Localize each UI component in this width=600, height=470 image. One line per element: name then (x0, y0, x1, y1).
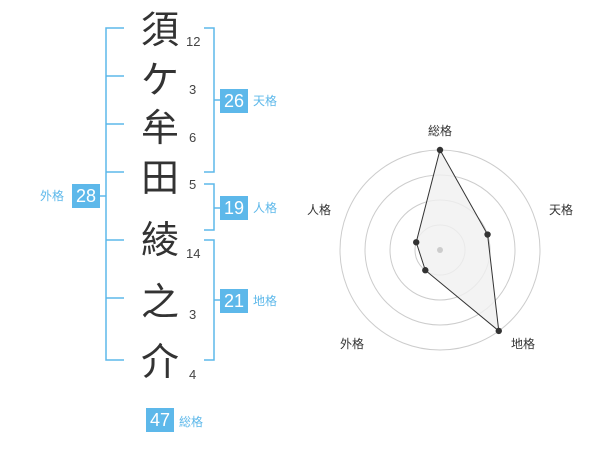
radar-axis-label-chikaku: 地格 (511, 337, 536, 351)
gaikaku-bracket (105, 27, 124, 361)
chikaku-value: 21 (220, 289, 248, 313)
radar-axis-label-tenkaku: 天格 (549, 203, 574, 217)
jinkaku-bracket (204, 183, 215, 231)
stroke-count: 4 (189, 367, 197, 382)
name-char: 綾 (140, 218, 179, 262)
stroke-count: 3 (189, 82, 197, 97)
name-char: 介 (140, 340, 179, 384)
jinkaku-label: 人格 (253, 201, 278, 215)
soukaku-label: 総格 (179, 415, 204, 429)
soukaku-value: 47 (146, 408, 174, 432)
radar-center-dot (437, 247, 443, 253)
radar-point (413, 239, 420, 246)
radar-point (495, 327, 502, 335)
radar-axis-label-jinkaku: 人格 (307, 203, 332, 217)
name-char: 牟 (140, 106, 179, 150)
radar-point (436, 146, 444, 154)
radar-axis-label-soukaku: 総格 (428, 124, 453, 138)
stroke-count: 5 (189, 177, 197, 192)
stroke-count: 6 (189, 130, 197, 145)
tenkaku-value: 26 (220, 89, 248, 113)
radar-point (422, 267, 429, 274)
radar-point (484, 231, 491, 238)
tenkaku-label: 天格 (253, 94, 278, 108)
stroke-count: 14 (186, 246, 201, 261)
gaikaku-label: 外格 (40, 189, 65, 203)
radar-series-line (415, 148, 500, 333)
chikaku-label: 地格 (253, 294, 278, 308)
name-char: 之 (140, 280, 179, 324)
name-char: 須 (140, 8, 179, 52)
stroke-count: 12 (186, 34, 201, 49)
name-char: 田 (140, 156, 179, 200)
jinkaku-value: 19 (220, 196, 248, 220)
gaikaku-value: 28 (72, 184, 100, 208)
stroke-count: 3 (189, 307, 197, 322)
name-char: ケ (140, 58, 179, 102)
radar-axis-label-gaikaku: 外格 (340, 337, 365, 351)
